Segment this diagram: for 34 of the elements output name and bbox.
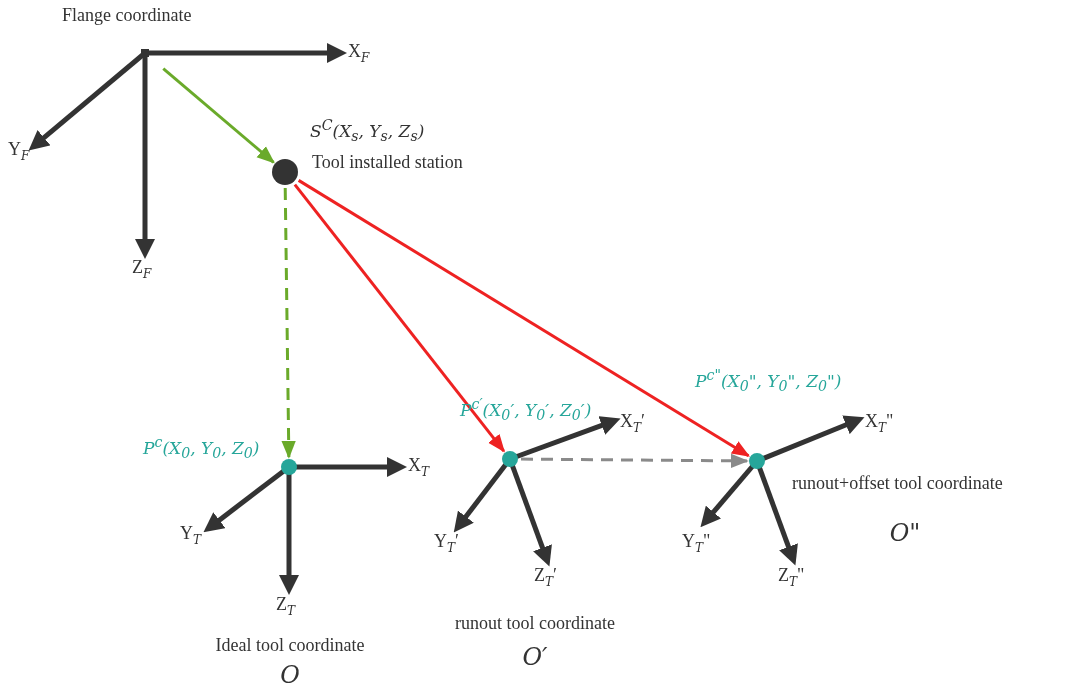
axis-label: Y$_{F}$: [8, 140, 30, 163]
axis-label: Z$_{T}$": [778, 566, 805, 589]
point-marker: [272, 159, 298, 185]
coordinate-formula: P$^{c′}$(X$_{0}$′, Y$_{0}$′, Z$_{0}$′): [460, 397, 592, 424]
axis-label: X$_{T}$′: [620, 412, 645, 435]
arrow: [281, 187, 296, 459]
axis-label: Y$_{T}$": [682, 532, 711, 555]
coordinate-formula: P$^{c"}$(X$_{0}$", Y$_{0}$", Z$_{0}$"): [695, 368, 842, 395]
point-marker: [749, 453, 765, 469]
coordinate-formula: P$^{c}$(X$_{0}$, Y$_{0}$, Z$_{0}$): [143, 435, 260, 462]
arrow: [162, 67, 275, 164]
caption-text: Tool installed station: [312, 153, 463, 173]
axis-label: X$_{T}$: [408, 456, 429, 479]
caption-text: runout tool coordinate: [455, 614, 615, 634]
origin-label: O: [280, 662, 300, 689]
axis-label: Z$_{T}$′: [534, 566, 557, 589]
axis-label: Z$_{T}$: [276, 595, 295, 618]
arrow: [293, 183, 505, 453]
arrow: [297, 179, 750, 458]
axis-label: Y$_{T}$′: [434, 532, 459, 555]
point-marker: [281, 459, 297, 475]
origin-label: O": [889, 520, 921, 547]
arrow: [521, 453, 749, 468]
axis-label: X$_{F}$: [348, 42, 370, 65]
coordinate-formula: S$^{C}$(X$_{s}$, Y$_{s}$, Z$_{s}$): [310, 118, 425, 145]
caption-text: Ideal tool coordinate: [215, 636, 365, 656]
point-marker: [502, 451, 518, 467]
axis-label: Y$_{T}$: [180, 524, 201, 547]
origin-label: O′: [522, 644, 548, 671]
axis-label: Z$_{F}$: [132, 258, 152, 281]
axis-label: X$_{T}$": [865, 412, 894, 435]
caption-text: Flange coordinate: [62, 6, 192, 26]
caption-text: runout+offset tool coordinate: [792, 474, 1003, 494]
axis-origin-point: [141, 49, 149, 57]
